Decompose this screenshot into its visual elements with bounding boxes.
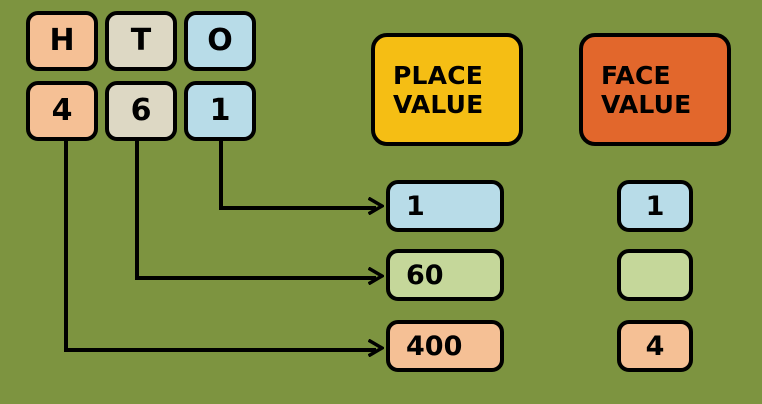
place-value-ones-label: 1	[406, 190, 425, 222]
arrowhead-ones	[368, 197, 384, 215]
face-value-hundreds-label: 4	[645, 330, 665, 362]
place-chart-digit-ones: 1	[184, 81, 256, 141]
place-value-title-line1: PLACE	[393, 60, 484, 90]
place-chart-header-tens: T	[105, 11, 177, 71]
place-chart-digit-hundreds-label: 4	[51, 93, 73, 128]
place-chart-header-tens-label: T	[130, 23, 152, 58]
face-value-title-card: FACE VALUE	[579, 33, 731, 146]
connector-hundreds-horizontal	[64, 348, 376, 352]
connector-ones-vertical	[219, 139, 223, 210]
place-value-title-line2: VALUE	[393, 89, 484, 119]
arrowhead-hundreds	[368, 339, 384, 357]
connector-hundreds-vertical	[64, 139, 68, 352]
place-chart-digit-ones-label: 1	[209, 93, 231, 128]
connector-tens-vertical	[135, 139, 139, 280]
face-value-ones-box: 1	[617, 180, 693, 232]
face-value-title-line1: FACE	[601, 60, 671, 90]
place-chart-digit-tens: 6	[105, 81, 177, 141]
place-value-tens-label: 60	[406, 259, 444, 291]
face-value-title-line2: VALUE	[601, 89, 692, 119]
place-chart-header-ones: O	[184, 11, 256, 71]
place-value-hundreds-box: 400	[386, 320, 504, 372]
face-value-ones-label: 1	[645, 190, 665, 222]
place-chart-header-hundreds: H	[26, 11, 98, 71]
face-value-hundreds-box: 4	[617, 320, 693, 372]
place-value-ones-box: 1	[386, 180, 504, 232]
arrowhead-tens	[368, 267, 384, 285]
place-chart-digit-hundreds: 4	[26, 81, 98, 141]
place-chart-digit-tens-label: 6	[130, 93, 152, 128]
place-value-title-card: PLACE VALUE	[371, 33, 523, 146]
connector-ones-horizontal	[219, 206, 376, 210]
place-value-hundreds-label: 400	[406, 330, 463, 362]
place-value-tens-box: 60	[386, 249, 504, 301]
connector-tens-horizontal	[135, 276, 376, 280]
face-value-tens-box	[617, 249, 693, 301]
place-chart-header-hundreds-label: H	[49, 23, 75, 58]
place-chart-header-ones-label: O	[207, 23, 233, 58]
